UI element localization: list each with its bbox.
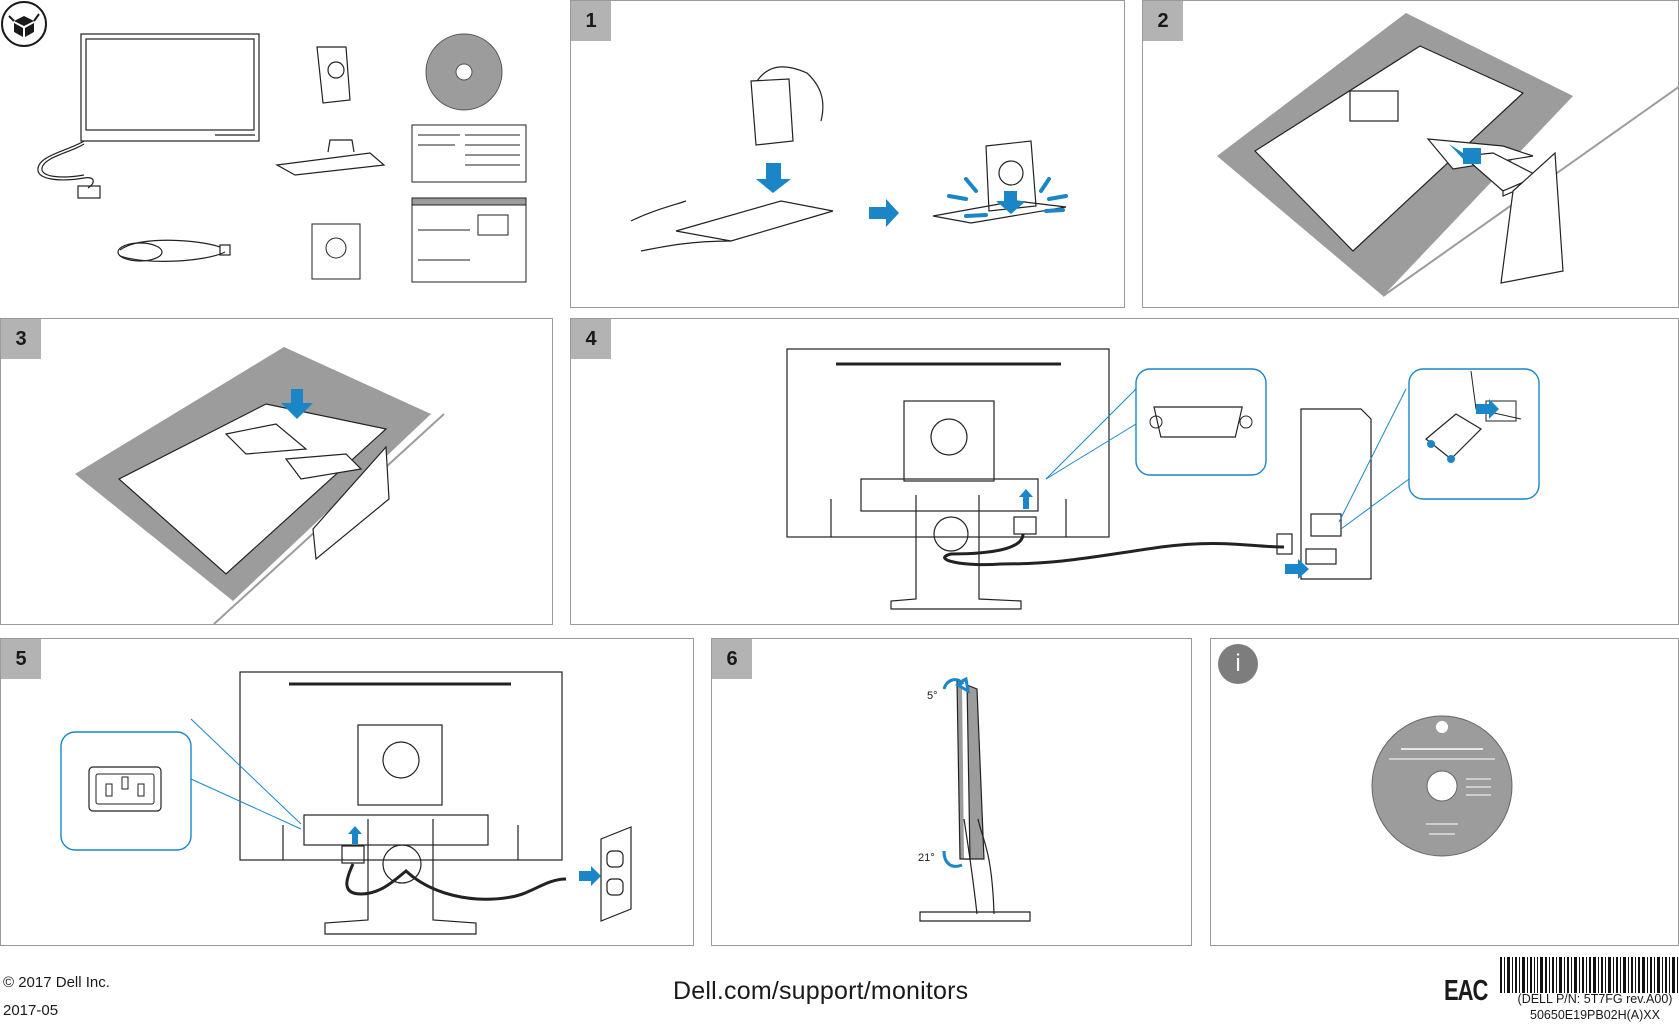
right-arrow-icon <box>1476 399 1499 419</box>
step-number: 1 <box>571 1 611 41</box>
pc-vga-callout <box>1338 368 1540 530</box>
support-website: Dell.com/support/monitors <box>673 977 969 1005</box>
riser-locked-illustration <box>932 140 1067 224</box>
info-panel: i <box>1210 638 1679 946</box>
wall-outlet-illustration <box>600 826 632 922</box>
copyright: © 2017 Dell Inc. <box>3 974 110 991</box>
up-arrow-icon <box>1019 489 1033 509</box>
stand-illustration <box>1461 151 1564 284</box>
monitor-illustration <box>80 33 260 142</box>
disc-illustration <box>1371 715 1513 857</box>
eac-mark: EAC <box>1444 974 1488 1007</box>
step-number: 3 <box>1 319 41 359</box>
step-6-panel: 6 5° 21° <box>711 638 1192 946</box>
click-marks <box>947 177 1068 218</box>
stand-illustration <box>312 445 390 561</box>
right-arrow-icon <box>869 199 899 227</box>
tilt-back-label: 21° <box>918 852 935 864</box>
right-arrow-icon <box>579 866 601 886</box>
step-number: 5 <box>1 639 41 679</box>
tilt-forward-arrow-icon <box>942 676 971 694</box>
power-cable-illustration <box>117 239 231 262</box>
vga-port-callout <box>1045 368 1267 480</box>
step-1-panel: 1 <box>570 0 1125 308</box>
attach-riser-illustration <box>630 66 834 252</box>
tilt-back-arrow-icon <box>942 850 963 868</box>
up-arrow-icon <box>348 826 362 844</box>
step-number: 4 <box>571 319 611 359</box>
monitor-face-down-illustration <box>117 403 388 575</box>
step-5-panel: 5 <box>0 638 694 946</box>
step-2-panel: 2 <box>1142 0 1679 308</box>
power-cable <box>345 863 567 901</box>
monitor-side-illustration <box>919 680 1031 922</box>
print-date: 2017-05 <box>3 1002 59 1019</box>
barcode <box>1500 957 1678 993</box>
left-arrow-icon <box>1449 144 1481 164</box>
vga-cable <box>943 533 1285 567</box>
step-number: 2 <box>1143 1 1183 41</box>
stand-base-illustration <box>275 139 386 176</box>
monitor-back-illustration <box>239 671 563 935</box>
disc-illustration <box>425 33 503 111</box>
quick-setup-guide <box>311 223 361 280</box>
down-arrow-icon <box>281 389 313 419</box>
part-number: (DELL P/N: 5T7FG rev.A00) <box>1517 992 1673 1006</box>
tilt-forward-label: 5° <box>927 690 938 702</box>
package-contents <box>0 0 555 308</box>
step-3-panel: 3 <box>0 318 553 625</box>
step-4-panel: 4 <box>570 318 1679 625</box>
package-box-icon <box>1 1 47 47</box>
power-port-callout <box>60 718 302 851</box>
down-arrow-icon <box>996 191 1026 214</box>
monitor-back-illustration <box>786 348 1110 610</box>
computer-tower-illustration <box>1276 408 1372 580</box>
right-arrow-icon <box>1285 559 1309 579</box>
info-icon: i <box>1218 644 1258 684</box>
document-setup-sheet <box>411 197 527 283</box>
document-safety <box>411 124 527 183</box>
down-arrow-icon <box>756 163 791 193</box>
document-code: 50650E19PB02H(A)XX <box>1530 1008 1660 1022</box>
vga-cable-illustration <box>37 140 101 199</box>
stand-riser-illustration <box>316 46 351 104</box>
step-number: 6 <box>712 639 752 679</box>
